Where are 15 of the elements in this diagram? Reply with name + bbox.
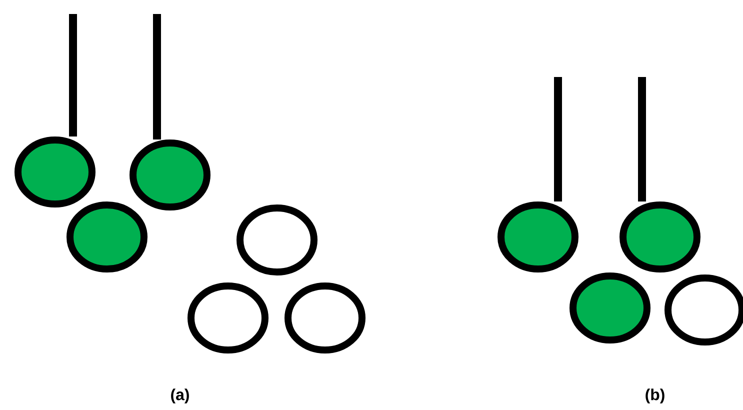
rod [153,14,161,140]
circle [130,140,210,210]
circle [498,202,578,272]
rod [554,77,562,202]
circle [66,202,148,272]
rod [638,77,646,202]
circle [188,282,268,354]
panel-label: (b) [646,388,664,404]
circle [284,282,366,354]
panel-label: (a) [171,388,189,404]
circle [14,136,96,208]
circle [236,204,318,276]
circle [620,202,700,272]
rod [69,14,77,136]
circle [570,272,650,344]
